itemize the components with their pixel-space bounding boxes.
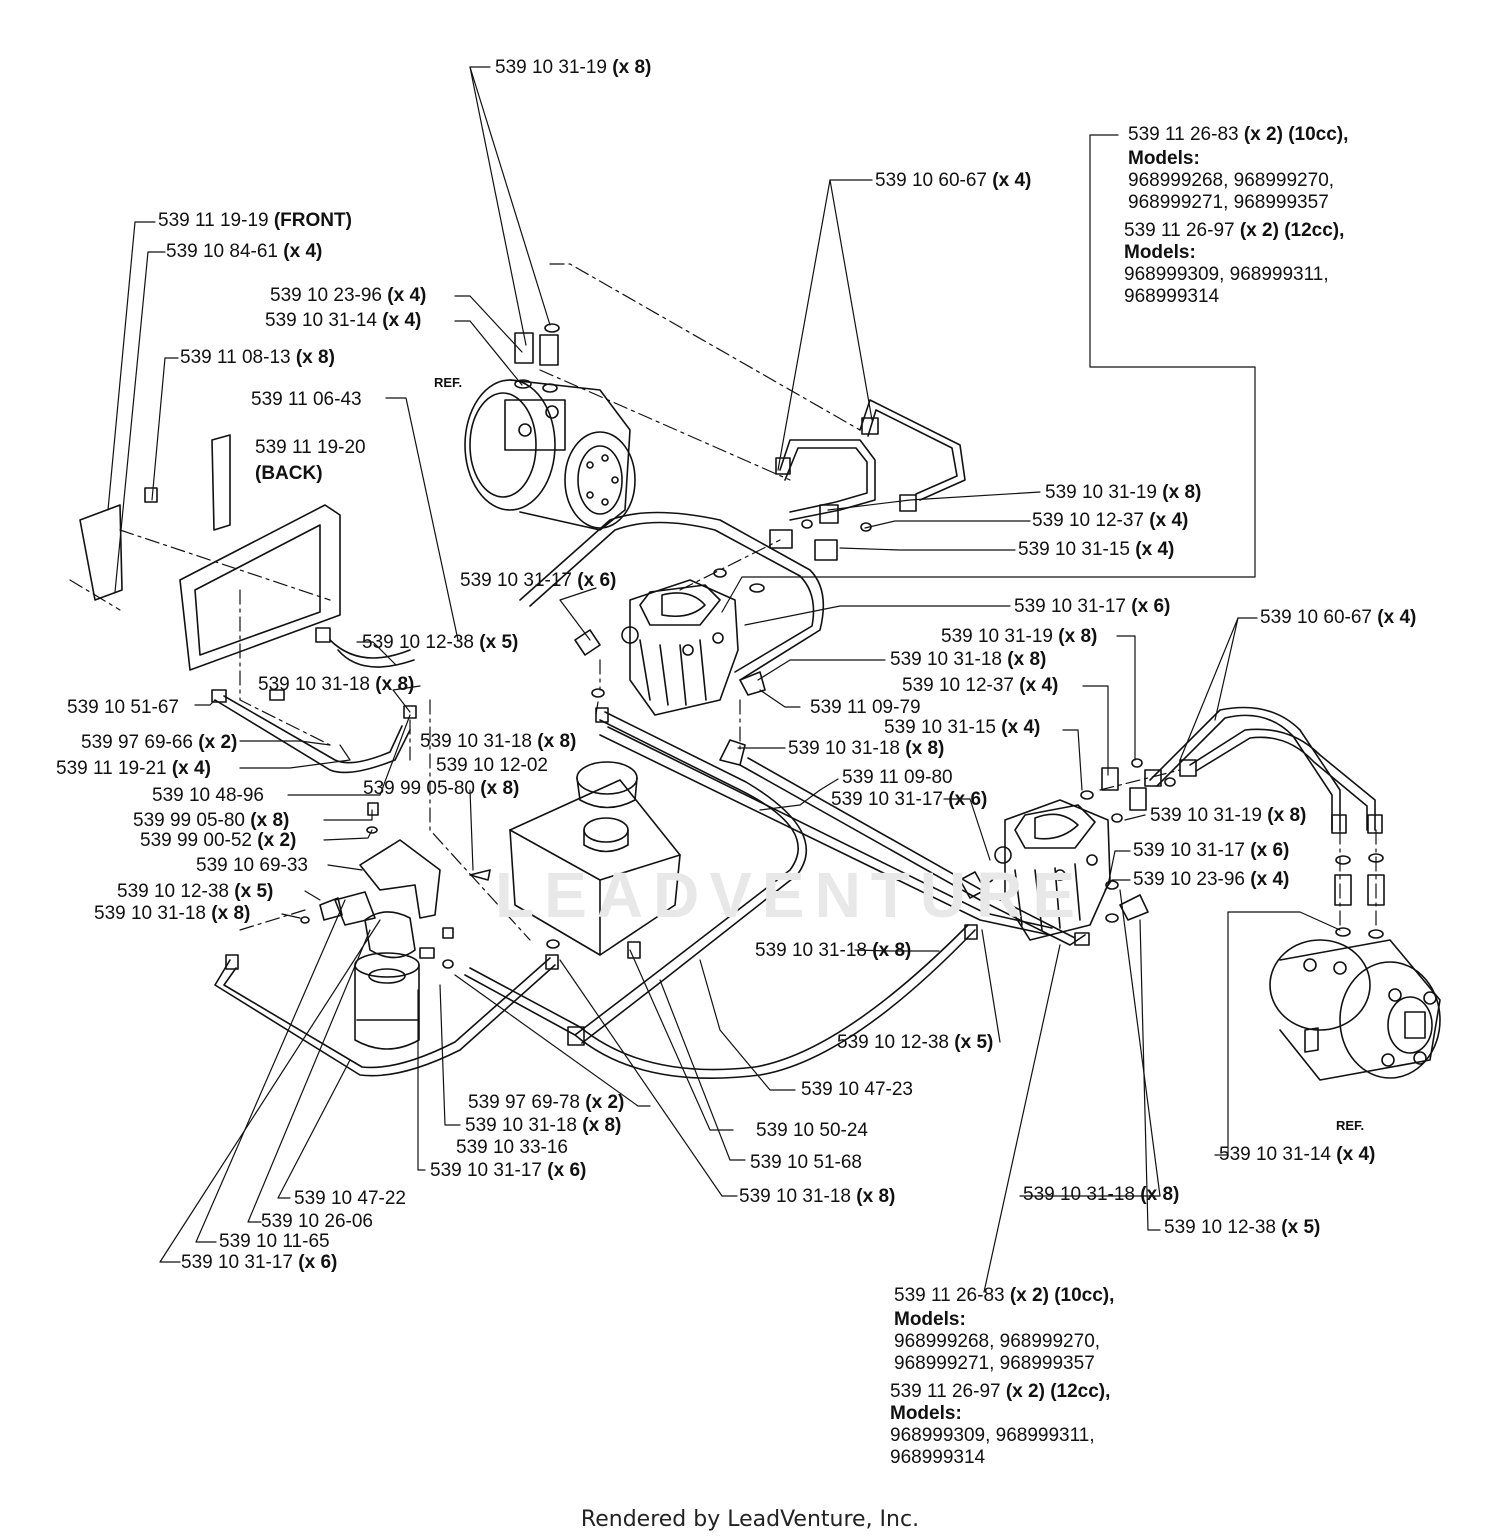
callout-label: 539 10 48-96 <box>152 785 264 806</box>
callout-label: 539 10 31-15 (x 4) <box>884 717 1041 738</box>
callout-label: 539 10 31-18 (x 8) <box>755 940 912 961</box>
callout-label: 539 10 12-37 (x 4) <box>1032 510 1189 531</box>
callout-label: 539 97 69-66 (x 2) <box>81 732 238 753</box>
pump-upper-drawing <box>574 579 766 723</box>
callout-label: 539 10 31-19 (x 8) <box>941 626 1098 647</box>
callout-label: 539 10 12-38 (x 5) <box>1164 1217 1321 1238</box>
watermark-text: LEADVENTURE <box>495 859 1086 931</box>
callout-label: 539 10 23-96 (x 4) <box>270 285 427 306</box>
callout-label: 539 10 31-18 (x 8) <box>739 1186 896 1207</box>
callout-label: 539 10 31-14 (x 4) <box>265 310 422 331</box>
callout-label: 539 11 19-21 (x 4) <box>56 758 211 779</box>
callout-label: 539 10 84-61 (x 4) <box>166 241 323 262</box>
callout-label: (BACK) <box>255 463 323 484</box>
callout-label: 539 10 31-18 (x 8) <box>258 674 415 695</box>
callout-label: 539 10 31-18 (x 8) <box>890 649 1047 670</box>
callout-label: 539 10 31-19 (x 8) <box>495 57 652 78</box>
callout-label: 539 10 31-17 (x 6) <box>831 789 988 810</box>
callout-label: 539 10 31-15 (x 4) <box>1018 539 1175 560</box>
callout-label: 539 10 12-38 (x 5) <box>837 1032 994 1053</box>
ref-label-right: REF. <box>1336 1118 1365 1133</box>
callout-label: 539 10 31-17 (x 6) <box>1014 596 1171 617</box>
callout-label: 539 99 05-80 (x 8) <box>363 778 520 799</box>
callout-label: 539 99 00-52 (x 2) <box>140 830 297 851</box>
callout-label: 539 97 69-78 (x 2) <box>468 1092 625 1113</box>
ref-label-left: REF. <box>434 375 463 390</box>
oil-cooler-drawing <box>79 434 417 774</box>
callout-label: 539 10 31-18 (x 8) <box>465 1115 622 1136</box>
callout-label: 539 10 12-37 (x 4) <box>902 675 1059 696</box>
callout-label: 539 10 31-17 (x 6) <box>430 1160 587 1181</box>
callout-label: 539 10 60-67 (x 4) <box>1260 607 1417 628</box>
callout-label: 539 10 31-18 (x 8) <box>1023 1184 1180 1205</box>
callout-label: 539 10 31-14 (x 4) <box>1219 1144 1376 1165</box>
callout-label: 539 10 11-65 <box>219 1231 330 1252</box>
callout-label: 539 10 12-02 <box>436 755 548 776</box>
reservoir-tank-drawing <box>509 761 681 959</box>
callout-label: 539 10 23-96 (x 4) <box>1133 869 1290 890</box>
callout-label: 539 10 31-17 (x 6) <box>181 1252 338 1273</box>
hoses-right <box>1080 706 1385 939</box>
callout-label: 539 10 47-22 <box>294 1188 406 1209</box>
callout-label: 539 99 05-80 (x 8) <box>133 810 290 831</box>
callout-label: 539 11 08-13 (x 8) <box>180 347 335 368</box>
motor-left-drawing <box>464 323 636 531</box>
callout-label: 539 11 19-19 (FRONT) <box>158 210 352 231</box>
callout-label: 539 10 31-18 (x 8) <box>788 738 945 759</box>
callout-label: 539 10 12-38 (x 5) <box>117 881 274 902</box>
filter-assembly-drawing <box>300 802 491 1050</box>
callout-label: 539 10 31-17 (x 6) <box>1133 840 1290 861</box>
footer-credit: Rendered by LeadVenture, Inc. <box>580 1507 920 1532</box>
pump-lower-drawing <box>959 799 1149 941</box>
callout-label: 539 10 51-67 <box>67 697 179 718</box>
motor-right-drawing <box>1269 939 1441 1081</box>
callout-label: 539 10 69-33 <box>196 855 308 876</box>
callout-label: 539 10 26-06 <box>261 1211 373 1232</box>
callout-label: 539 10 60-67 (x 4) <box>875 170 1032 191</box>
callout-label: 539 10 31-17 (x 6) <box>460 570 617 591</box>
callout-label: 539 11 09-79 <box>810 697 921 718</box>
leader-lines <box>107 66 1341 1293</box>
callout-label: 539 10 31-19 (x 8) <box>1045 482 1202 503</box>
callout-label: 539 11 06-43 <box>251 389 362 410</box>
callout-label: 539 11 09-80 <box>842 767 953 788</box>
callout-label: 539 10 33-16 <box>456 1137 568 1158</box>
callout-label: 539 11 19-20 <box>255 437 366 458</box>
callout-label: 539 10 31-18 (x 8) <box>94 903 251 924</box>
callout-label: 539 10 51-68 <box>750 1152 862 1173</box>
pump-models-block-top: 539 11 26-83 (x 2) (10cc), Models: 96899… <box>1124 124 1349 307</box>
hoses-top <box>519 399 966 681</box>
callout-label: 539 10 31-19 (x 8) <box>1150 805 1307 826</box>
callout-label: 539 10 31-18 (x 8) <box>420 731 577 752</box>
callout-label: 539 10 50-24 <box>756 1120 868 1141</box>
callout-label: 539 10 47-23 <box>801 1079 913 1100</box>
callout-label: 539 10 12-38 (x 5) <box>362 632 519 653</box>
pump-models-block-bottom: 539 11 26-83 (x 2) (10cc), Models: 96899… <box>890 1285 1115 1468</box>
hoses-lower <box>214 711 1090 1079</box>
